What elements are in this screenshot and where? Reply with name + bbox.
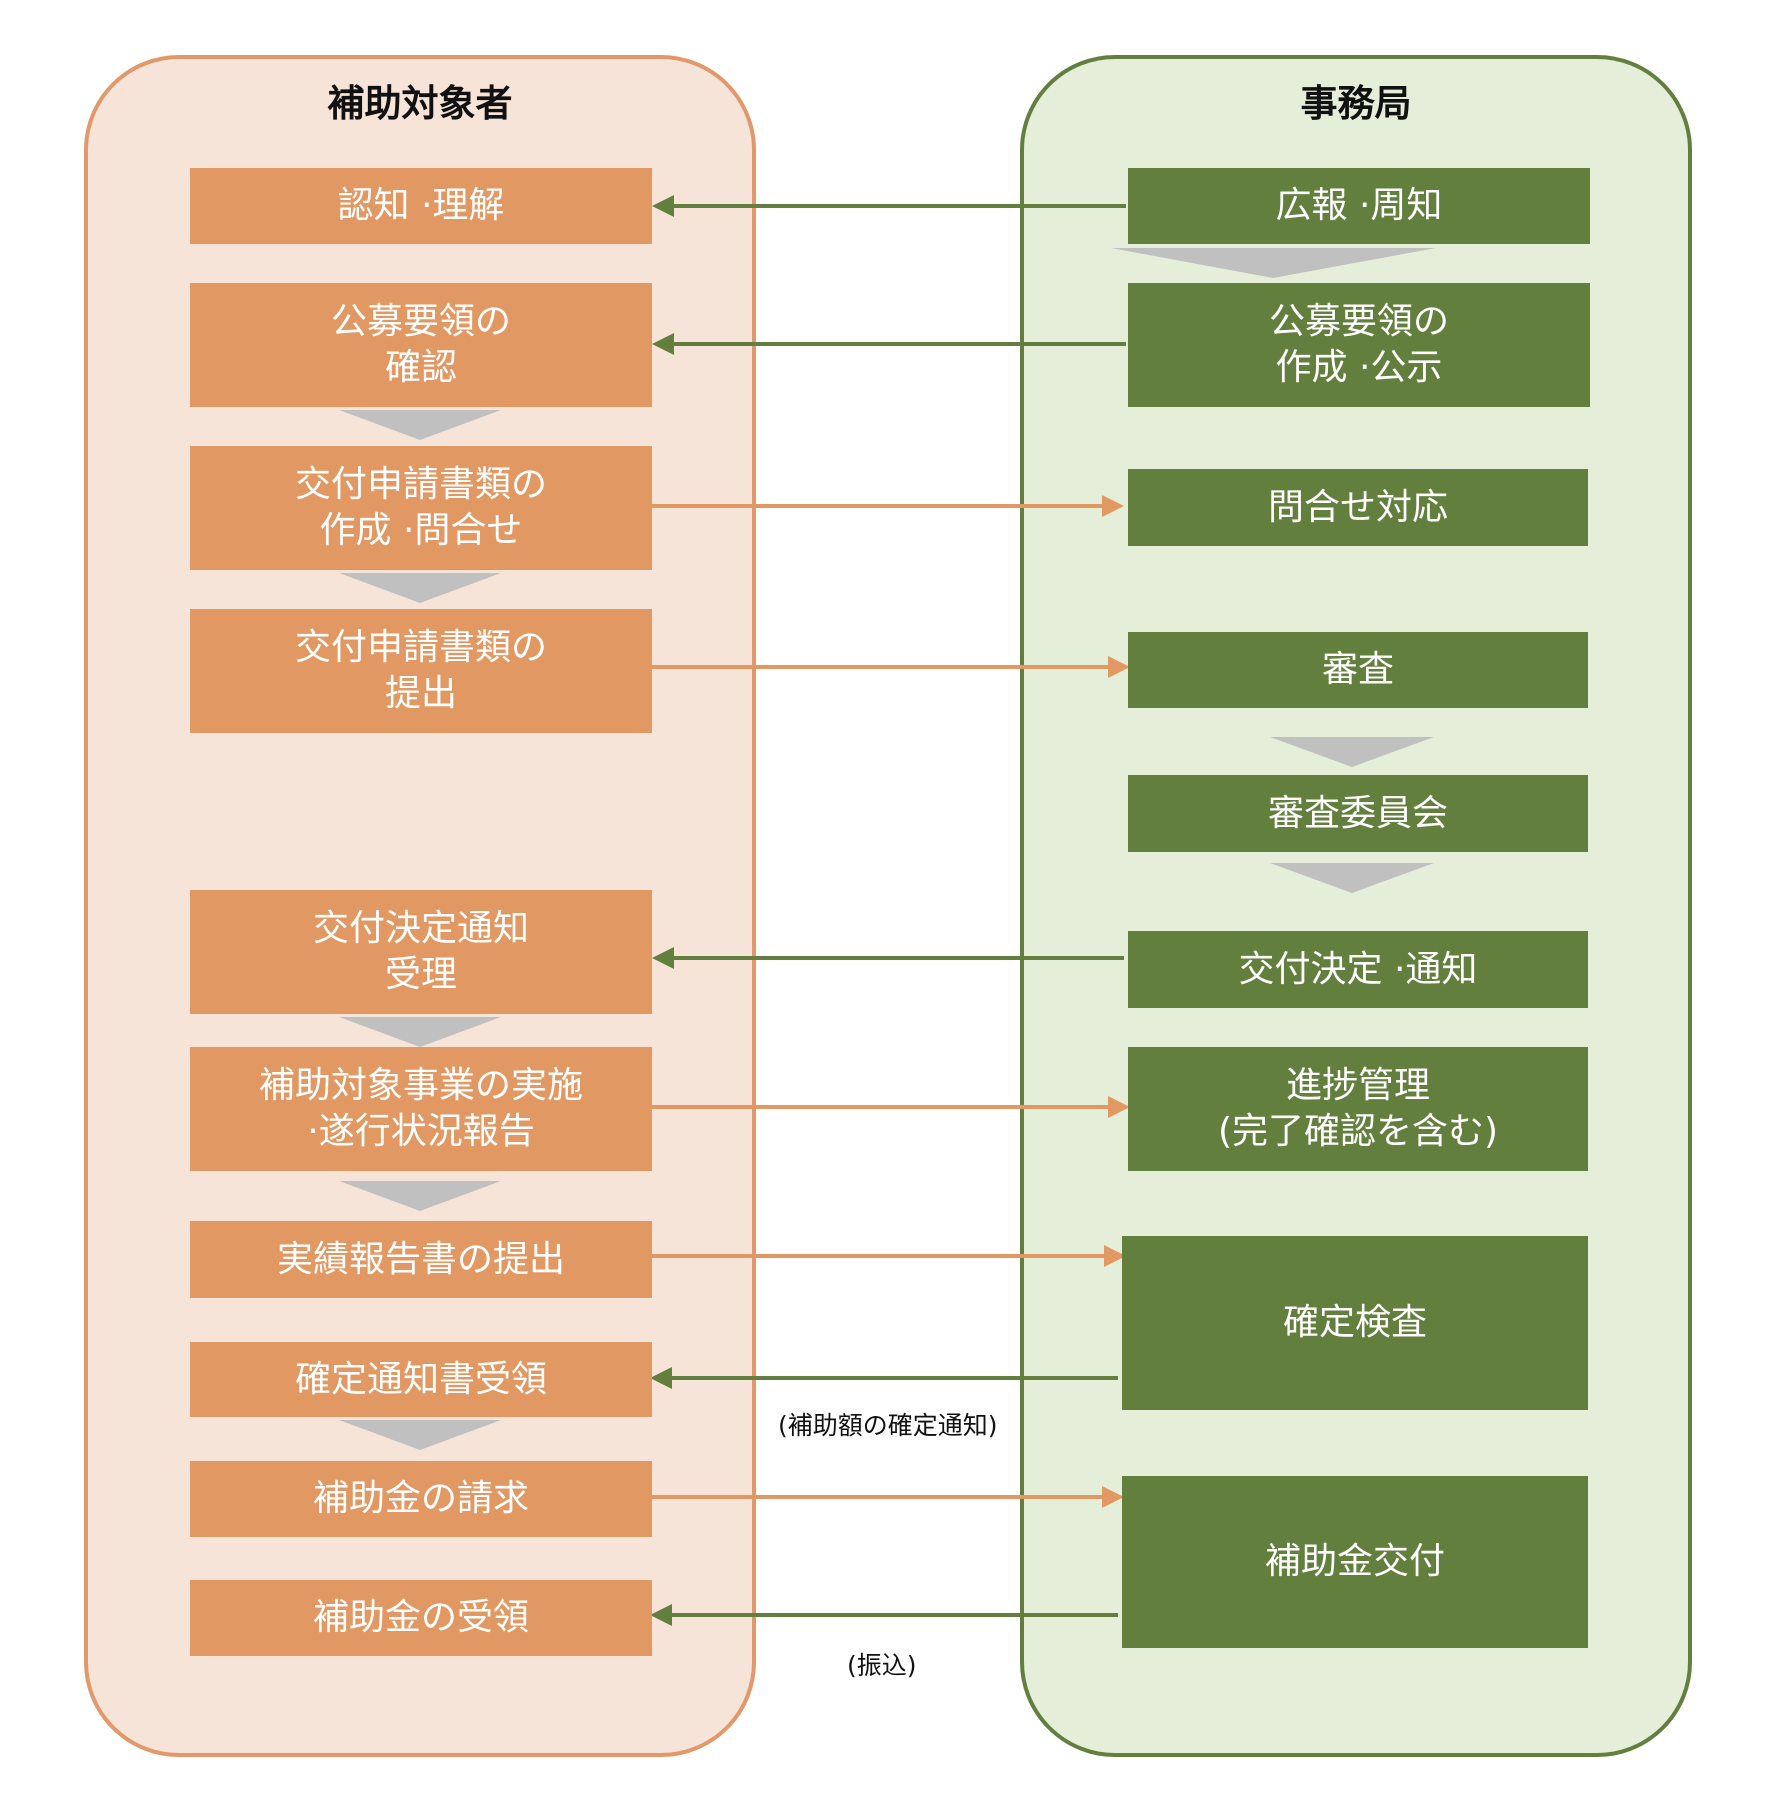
chevron-right-2 [1270,737,1434,767]
chevron-right-1 [1111,248,1436,278]
step-progress-management: 進捗管理 (完了確認を含む) [1128,1047,1588,1171]
step-publish-guidelines: 公募要領の 作成 ·公示 [1128,283,1590,407]
step-receive-grant: 補助金の受領 [190,1580,652,1656]
step-review-committee: 審査委員会 [1128,775,1588,852]
chevron-left-4 [339,1181,501,1211]
step-receive-decision: 交付決定通知 受理 [190,890,652,1014]
arrowhead [652,947,674,969]
chevron-left-2 [339,573,501,603]
chevron-left-1 [339,410,501,440]
lane-title-recipient: 補助対象者 [327,82,513,125]
arrowhead [1102,495,1124,517]
step-receive-confirmation: 確定通知書受領 [190,1342,652,1417]
arrowhead [652,333,674,355]
lane-title-secretariat: 事務局 [1300,82,1412,125]
step-submit-application: 交付申請書類の 提出 [190,609,652,733]
arrowhead [1108,656,1130,678]
label-grant-confirmation-notice: (補助額の確定通知) [778,1411,998,1440]
arrowhead [650,1367,672,1389]
chevron-right-3 [1270,863,1434,893]
step-awareness: 認知 ·理解 [190,168,652,244]
step-review: 審査 [1128,632,1588,708]
step-claim-grant: 補助金の請求 [190,1461,652,1537]
step-final-inspection: 確定検査 [1122,1236,1588,1410]
step-handle-inquiries: 問合せ対応 [1128,469,1588,546]
step-decision-notice: 交付決定 ·通知 [1128,931,1588,1008]
step-publicity: 広報 ·周知 [1128,168,1590,244]
step-implement-project: 補助対象事業の実施 ·遂行状況報告 [190,1047,652,1171]
label-transfer: (振込) [847,1651,917,1680]
step-submit-result-report: 実績報告書の提出 [190,1221,652,1298]
chevron-left-5 [339,1420,501,1450]
arrowhead [1108,1096,1130,1118]
step-check-guidelines: 公募要領の 確認 [190,283,652,407]
step-prepare-application: 交付申請書類の 作成 ·問合せ [190,446,652,570]
chevron-left-3 [339,1017,501,1047]
arrowhead [650,1604,672,1626]
arrowhead [1104,1245,1126,1267]
arrowhead [1102,1486,1124,1508]
arrowhead [652,195,674,217]
step-grant-payment: 補助金交付 [1122,1476,1588,1648]
